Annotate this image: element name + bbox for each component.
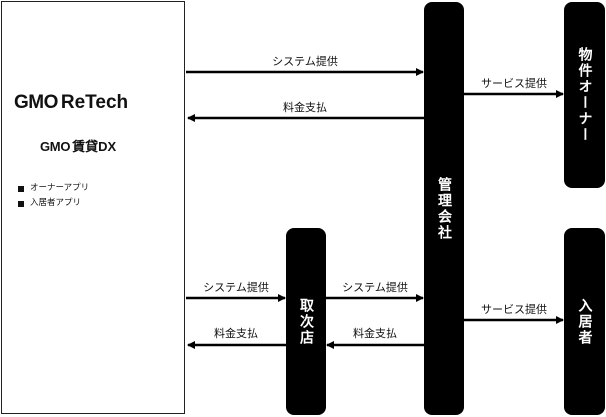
management-company-node: 管理会社 <box>424 2 464 415</box>
flow-label-fee-payment-agency: 料金支払 <box>214 327 258 340</box>
bullet-square-icon <box>18 200 24 207</box>
app-item-owner: オーナーアプリ <box>18 181 89 196</box>
logo-sub-gmo: GMO <box>40 139 71 154</box>
logo-main-brand: ReTech <box>60 92 129 113</box>
flow-label-system-provision: システム提供 <box>272 55 338 68</box>
flow-label-service-provision-resident: サービス提供 <box>481 303 547 316</box>
flow-label-fee-payment-management: 料金支払 <box>353 327 397 340</box>
agency-label: 取次店 <box>298 297 314 346</box>
flow-label-system-provision-management: システム提供 <box>342 281 408 294</box>
property-owner-node: 物件オーナー <box>564 2 605 188</box>
agency-node: 取次店 <box>286 228 326 415</box>
app-list: オーナーアプリ 入居者アプリ <box>18 181 89 211</box>
logo-sub-brand: 賃貸DX <box>72 139 117 154</box>
flow-label-service-provision-owner: サービス提供 <box>481 77 547 90</box>
flow-label-fee-payment: 料金支払 <box>283 101 327 114</box>
flow-label-system-provision-agency: システム提供 <box>203 281 269 294</box>
property-owner-label: 物件オーナー <box>576 47 593 143</box>
resident-label: 入居者 <box>576 297 593 346</box>
app-item-label: オーナーアプリ <box>30 183 90 193</box>
app-item-resident: 入居者アプリ <box>18 196 89 211</box>
app-item-label: 入居者アプリ <box>30 198 82 208</box>
resident-node: 入居者 <box>564 228 605 415</box>
management-company-label: 管理会社 <box>436 176 452 241</box>
bullet-square-icon <box>18 185 24 192</box>
logo-main-gmo: GMO <box>14 92 58 113</box>
